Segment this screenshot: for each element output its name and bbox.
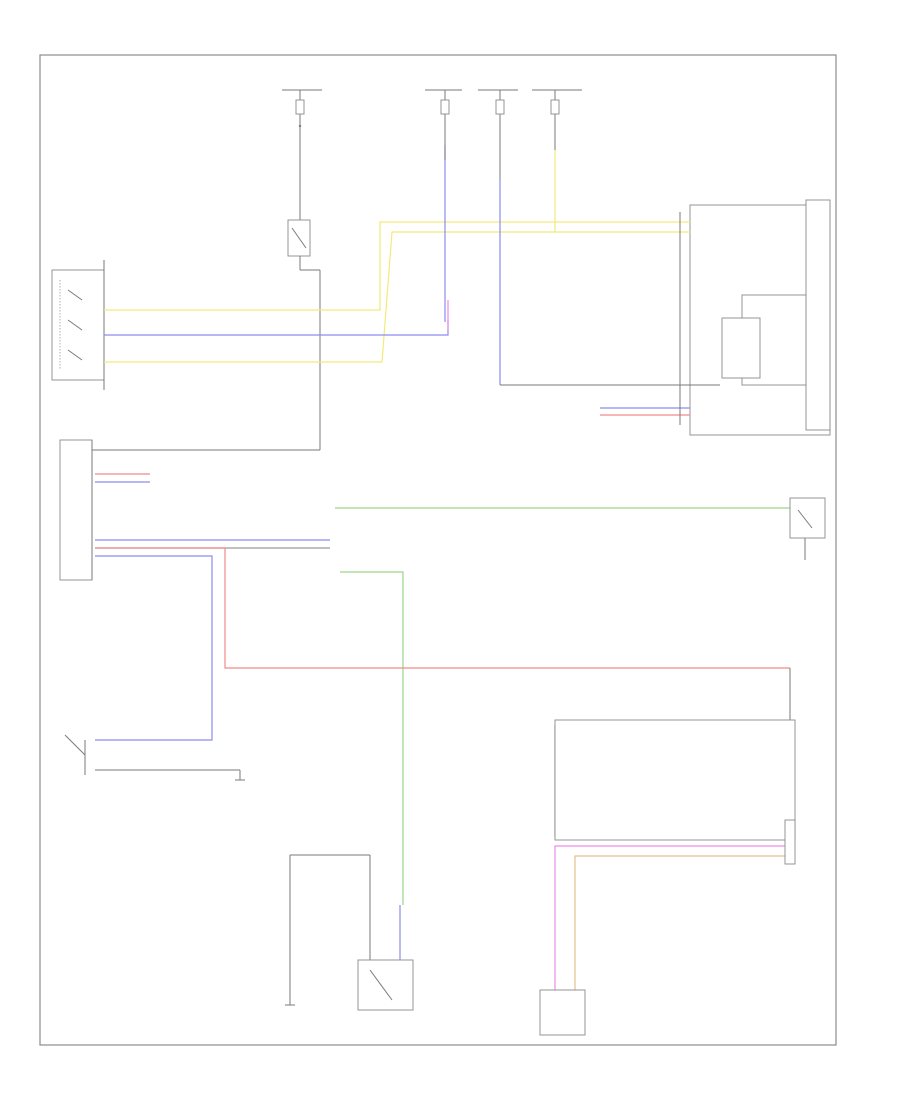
fuse-b	[478, 89, 518, 150]
fuse-top-left	[282, 89, 322, 160]
wire-green-vertical	[340, 571, 404, 905]
seat-belt-switch-right	[789, 497, 826, 539]
srs-control-unit	[554, 719, 796, 865]
left-front-door-switch	[64, 734, 86, 775]
fuse-a	[425, 89, 462, 145]
fuse-c	[532, 89, 582, 150]
wire-yellow-lower	[104, 231, 690, 363]
left-seat-belt-switch	[357, 959, 414, 1011]
wire-blue-trs	[104, 320, 449, 336]
relay	[287, 160, 321, 450]
black-wires	[92, 145, 806, 995]
passenger-sensor	[539, 989, 586, 1036]
wire-group	[95, 145, 790, 990]
diagram-frame	[39, 54, 837, 1046]
body-control-module	[59, 439, 93, 581]
wire-yellow-upper	[104, 221, 690, 311]
wire-bcm-blue-2	[95, 555, 213, 741]
wire-pink-bottom	[554, 845, 790, 990]
wire-orange-bottom	[574, 855, 790, 990]
ground-symbols	[235, 770, 295, 1006]
combination-meter	[689, 199, 831, 436]
transmission-range-switch	[51, 260, 105, 390]
wire-red-long	[95, 547, 790, 669]
